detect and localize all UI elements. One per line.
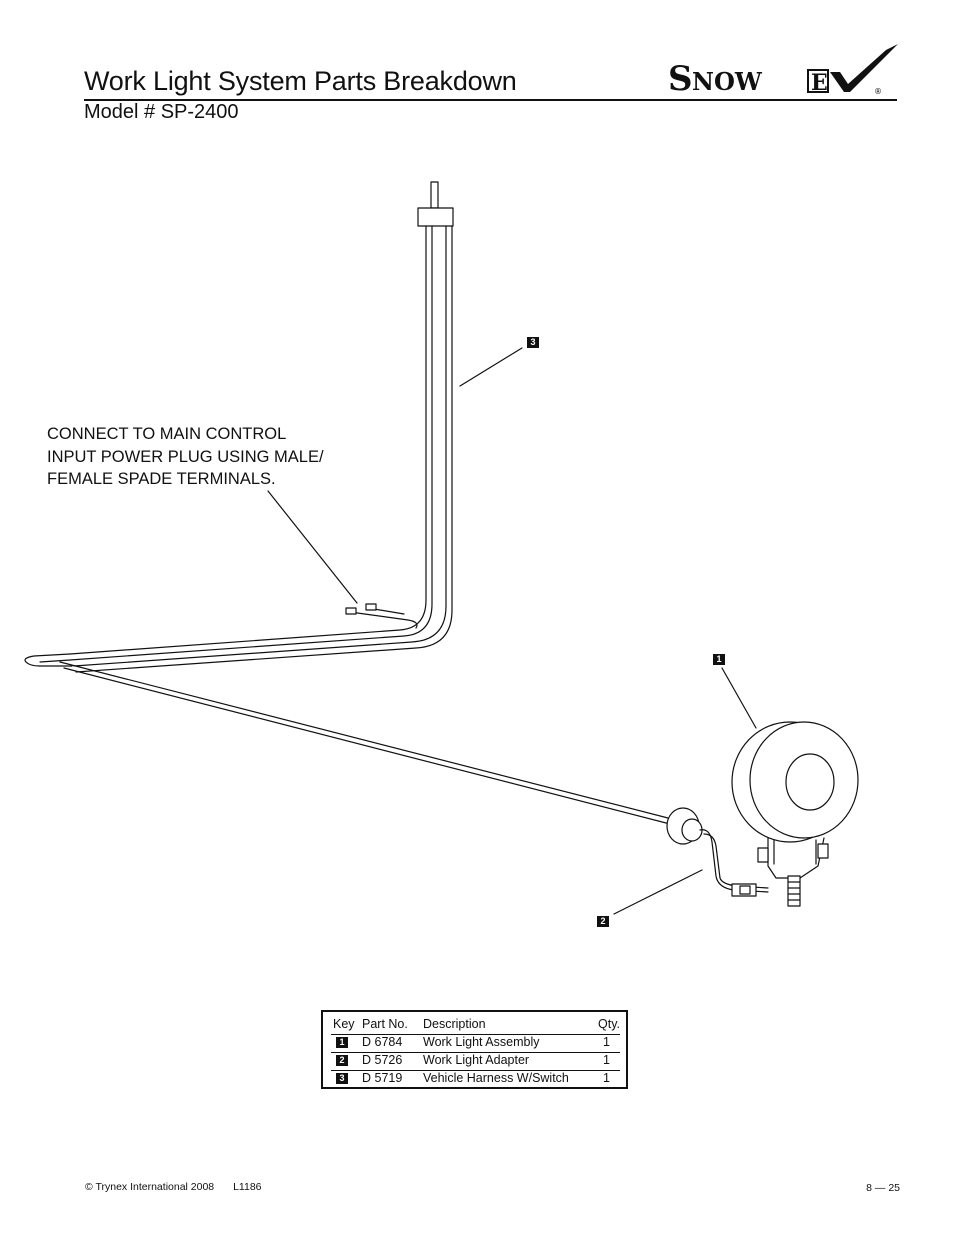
row-key: 2 <box>336 1055 348 1066</box>
table-row: 1 D 6784 Work Light Assembly 1 <box>331 1034 620 1053</box>
header-key: Key <box>333 1017 355 1031</box>
model-number: Model # SP-2400 <box>84 101 239 123</box>
row-description: Work Light Adapter <box>423 1053 530 1067</box>
row-description: Work Light Assembly <box>423 1035 540 1049</box>
header-rule <box>84 99 897 101</box>
page-number: 8 — 25 <box>866 1182 900 1194</box>
copyright: © Trynex International 2008 <box>85 1181 215 1193</box>
row-key: 3 <box>336 1073 348 1084</box>
doc-code: L1186 <box>233 1181 262 1193</box>
page-title: Work Light System Parts Breakdown <box>84 66 517 96</box>
snowex-logo: S NOW E ® <box>668 44 898 99</box>
svg-text:NOW: NOW <box>692 67 763 96</box>
row-qty: 1 <box>603 1071 610 1085</box>
connection-note: CONNECT TO MAIN CONTROL INPUT POWER PLUG… <box>47 423 324 491</box>
svg-text:®: ® <box>874 87 882 96</box>
svg-text:E: E <box>811 70 828 96</box>
table-row: 3 D 5719 Vehicle Harness W/Switch 1 <box>331 1070 620 1088</box>
footer-left: © Trynex International 2008 L1186 <box>85 1181 278 1193</box>
callout-2: 2 <box>597 916 609 927</box>
row-key: 1 <box>336 1037 348 1048</box>
row-description: Vehicle Harness W/Switch <box>423 1071 569 1085</box>
row-part-no: D 5719 <box>362 1071 403 1085</box>
callout-1: 1 <box>713 654 725 665</box>
table-row: 2 D 5726 Work Light Adapter 1 <box>331 1052 620 1071</box>
callout-3: 3 <box>527 337 539 348</box>
row-part-no: D 5726 <box>362 1053 403 1067</box>
header-description: Description <box>423 1017 486 1031</box>
note-line: INPUT POWER PLUG USING MALE/ <box>47 447 324 466</box>
row-qty: 1 <box>603 1035 610 1049</box>
row-qty: 1 <box>603 1053 610 1067</box>
row-part-no: D 6784 <box>362 1035 403 1049</box>
note-line: CONNECT TO MAIN CONTROL <box>47 425 287 443</box>
header-part-no: Part No. <box>362 1017 408 1031</box>
parts-table: Key Part No. Description Qty. 1 D 6784 W… <box>321 1010 628 1089</box>
note-line: FEMALE SPADE TERMINALS. <box>47 470 276 488</box>
svg-text:S: S <box>668 59 693 99</box>
table-header-row: Key Part No. Description Qty. <box>331 1016 620 1035</box>
header-qty: Qty. <box>598 1017 620 1031</box>
